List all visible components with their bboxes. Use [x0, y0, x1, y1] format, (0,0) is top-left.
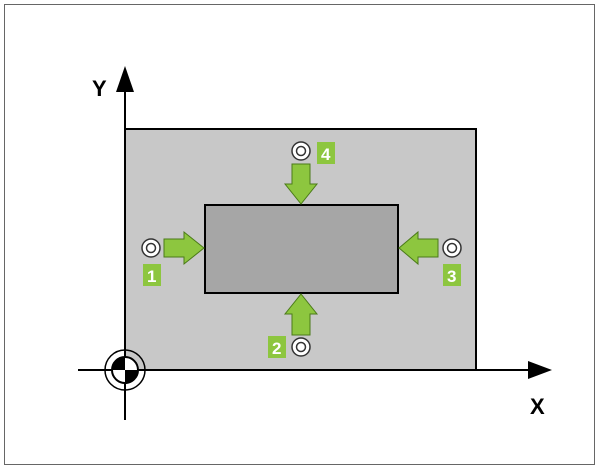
label-badge [443, 264, 461, 286]
probe-label-4: 4 [321, 145, 331, 164]
arrow-up-icon [283, 293, 319, 336]
label-badge [317, 142, 335, 164]
arrow-right-icon [163, 230, 205, 266]
probe-point-3: 3 [398, 230, 462, 286]
probe-point-2: 2 [268, 293, 319, 358]
x-axis-label: X [530, 394, 545, 419]
datum-symbol-icon [104, 349, 146, 391]
probe-ball-icon [291, 337, 311, 357]
probe-label-3: 3 [447, 267, 456, 286]
probe-point-4: 4 [283, 141, 335, 205]
probe-label-2: 2 [272, 339, 281, 358]
arrow-down-icon [283, 163, 319, 205]
label-badge [268, 336, 286, 358]
probe-label-1: 1 [147, 267, 156, 286]
arrow-left-icon [398, 230, 439, 266]
inner-rectangle [204, 204, 399, 294]
probe-ball-icon [291, 141, 311, 161]
y-axis-label: Y [92, 76, 107, 101]
label-badge [143, 264, 161, 286]
probe-point-1: 1 [141, 230, 205, 286]
x-axis [78, 361, 552, 379]
probe-ball-icon [442, 238, 462, 258]
probe-ball-icon [141, 238, 161, 258]
